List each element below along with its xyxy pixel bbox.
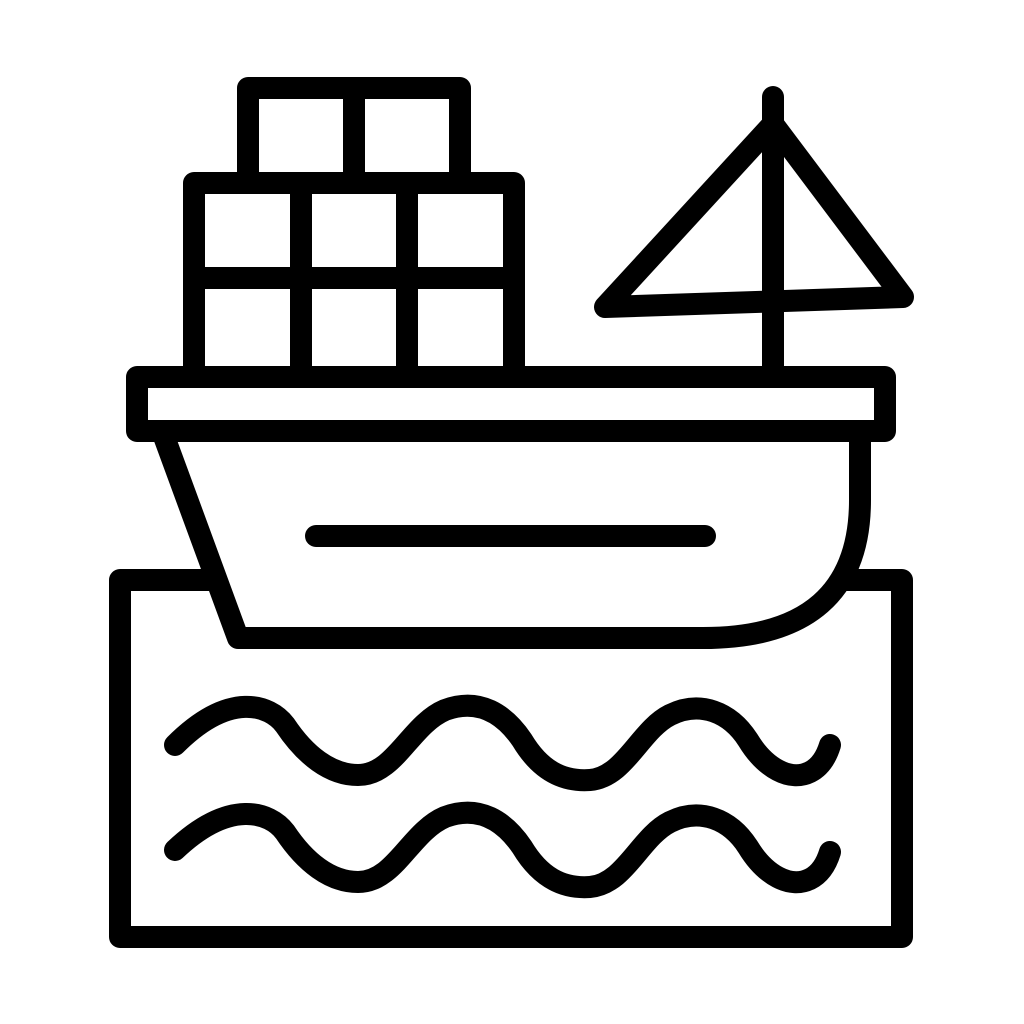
wave-line-bottom xyxy=(164,801,841,899)
deck xyxy=(126,366,896,442)
container-stack xyxy=(183,77,525,388)
sail-assembly xyxy=(594,86,914,388)
hull xyxy=(151,420,871,649)
sail-icon xyxy=(594,113,914,318)
wave-line-top xyxy=(164,694,841,792)
water-box xyxy=(109,569,913,948)
cargo-ship-drawing xyxy=(109,77,914,948)
